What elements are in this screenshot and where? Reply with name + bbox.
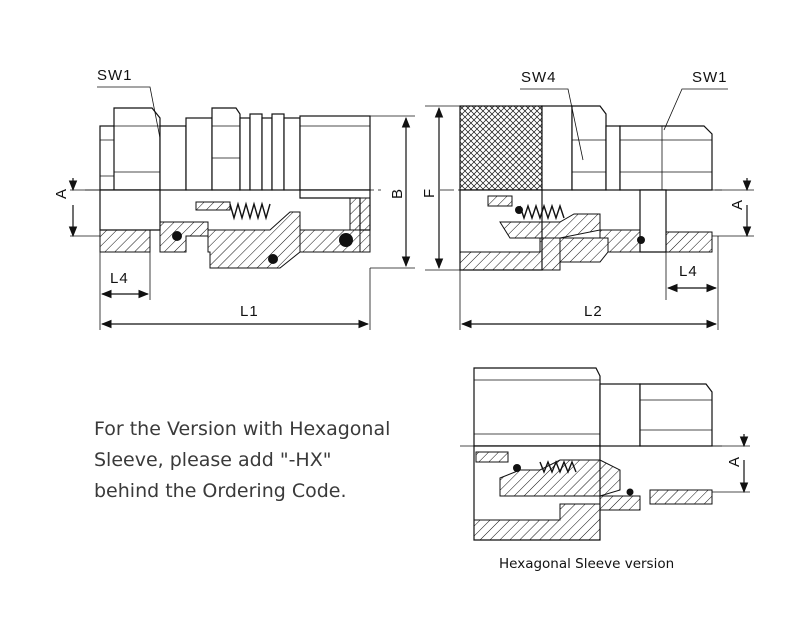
label-l2: L2: [584, 303, 603, 320]
label-b: B: [389, 188, 406, 199]
note-line-3: behind the Ordering Code.: [94, 480, 347, 502]
ordering-note: For the Version with Hexagonal Sleeve, p…: [94, 414, 454, 507]
label-l4-right: L4: [679, 263, 698, 280]
right-coupler-drawing: SW4 SW1 F A L4 L2: [421, 69, 754, 330]
note-line-2: Sleeve, please add "-HX": [94, 449, 332, 471]
label-sw4: SW4: [521, 69, 557, 86]
label-sw1-right: SW1: [692, 69, 728, 86]
label-a-left: A: [53, 188, 70, 199]
label-a-right: A: [729, 199, 746, 210]
label-sw1-left: SW1: [97, 67, 133, 84]
hex-sleeve-drawing: A: [460, 367, 750, 541]
hex-sleeve-caption: Hexagonal Sleeve version: [499, 556, 675, 572]
label-l1: L1: [240, 303, 259, 320]
label-f: F: [421, 188, 438, 198]
label-l4-left: L4: [110, 270, 129, 287]
left-coupler-drawing: SW1 A B L4 L1: [53, 67, 415, 330]
label-a-hex: A: [726, 456, 743, 467]
note-line-1: For the Version with Hexagonal: [94, 418, 391, 440]
